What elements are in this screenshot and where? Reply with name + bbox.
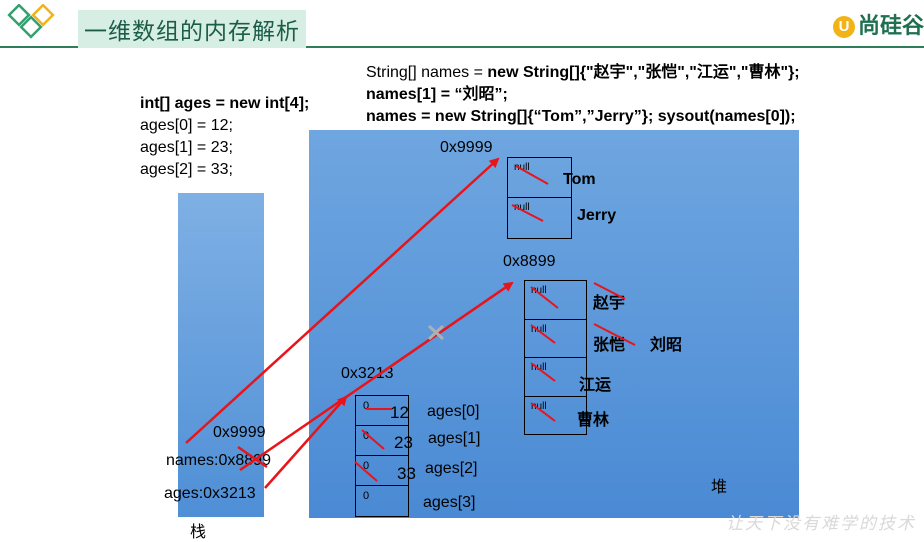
strike-null [530,286,559,309]
strike-zero [354,461,378,482]
code-int-array: int[] ages = new int[4]; [140,95,310,112]
cell-value-jiangyun: 江运 [579,377,612,394]
index-label-ages-1: ages[1] [428,430,481,447]
code-ages-2: ages[2] = 33; [140,161,233,178]
strike-null [530,362,556,382]
tom-array-cell: null [507,197,572,239]
broken-link-cross-icon [427,324,445,341]
cell-value-zhaoyu: 赵宇 [593,295,626,312]
diamond-logo-icon [7,4,55,39]
stack-names-var: names:0x8899 [166,452,271,469]
index-label-ages-0: ages[0] [427,403,480,420]
page-title: 一维数组的内存解析 [78,10,306,48]
cell-value-jerry: Jerry [577,207,617,224]
stack-ages-var: ages:0x3213 [164,485,256,502]
code-ages-1: ages[1] = 23; [140,139,233,156]
names-array-cell: null [524,396,587,435]
index-label-ages-3: ages[3] [423,494,476,511]
brand-u-icon: U [832,16,855,38]
cell-value-caolin: 曹林 [577,412,610,429]
stack-old-ref: 0x9999 [213,424,266,441]
cell-value-23: 23 [394,433,413,452]
code-ages-0: ages[0] = 12; [140,117,233,134]
watermark-text: 让天下没有难学的技术 [726,514,916,533]
index-label-ages-2: ages[2] [425,460,478,477]
arrow-names-to-names-array [239,281,514,472]
arrow-ages-to-ages-array [264,395,348,489]
tom-array-address: 0x9999 [440,139,493,156]
strike-zhaoyu [593,282,626,300]
header-bar [0,0,924,48]
cell-value-12: 12 [390,403,409,422]
strike-null [511,204,544,222]
strike-zhangkai [593,323,636,346]
cell-value-33: 33 [397,464,416,483]
stack-label: 栈 [190,524,207,541]
ages-array-cell: 0 [355,485,409,517]
cell-value-tom: Tom [563,171,596,188]
code-line-assign: names[1] = “刘昭”; [366,86,508,103]
strike-old-ref [237,445,268,469]
code-line-array-init: String[] names = new String[]{"赵宇","张恺",… [366,64,800,81]
heap-label: 堆 [711,479,728,496]
strike-zero [361,429,385,450]
arrow-names-to-tom-array [185,157,500,444]
ages-array-address: 0x3213 [341,365,394,382]
strike-null [530,324,556,344]
strike-null [530,402,556,422]
code-line-reassign: names = new String[]{“Tom”,”Jerry”}; sys… [366,108,796,125]
cell-value-liuzhao: 刘昭 [650,337,683,354]
names-array-address: 0x8899 [503,253,556,270]
strike-null [515,165,549,185]
heap-region [309,130,799,518]
cell-value-zhangkai: 张恺 [593,337,626,354]
